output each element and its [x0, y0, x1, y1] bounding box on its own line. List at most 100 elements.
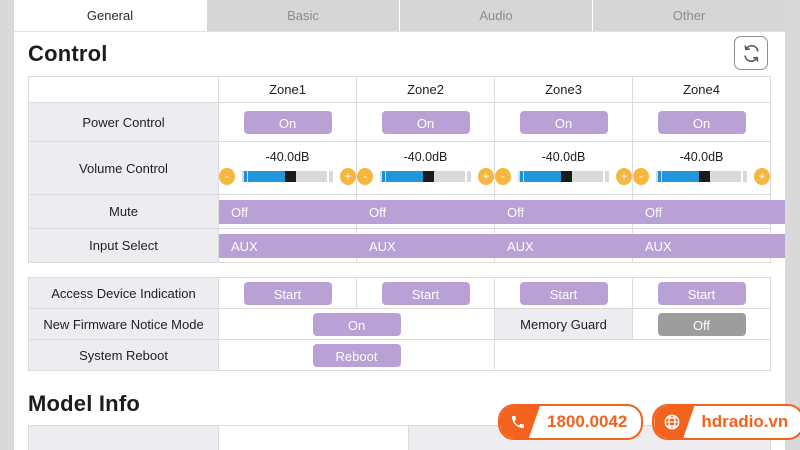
- volume-minus-zone2[interactable]: -: [357, 168, 374, 185]
- model-info-label-cell: [28, 425, 219, 450]
- firmware-notice-button[interactable]: On: [312, 312, 401, 336]
- power-button-zone2[interactable]: On: [381, 110, 470, 134]
- cell-power-zone2: On: [356, 102, 495, 142]
- volume-slider-zone1[interactable]: [242, 171, 333, 182]
- cell-input-zone4: AUX: [632, 228, 785, 263]
- slider-knob[interactable]: [285, 171, 297, 182]
- volume-plus-zone1[interactable]: +: [339, 168, 356, 185]
- empty-corner-cell: [28, 76, 219, 103]
- cell-access-zone3: Start: [494, 277, 633, 309]
- slider-fill: [386, 171, 424, 182]
- cell-volume-zone3: -40.0dB - +: [494, 141, 633, 195]
- cell-access-zone1: Start: [218, 277, 357, 309]
- cell-access-zone2: Start: [356, 277, 495, 309]
- model-info-value-cell: [218, 425, 409, 450]
- control-section-header: Control: [14, 32, 785, 76]
- mute-button-zone4[interactable]: Off: [633, 199, 785, 224]
- slider-start-tick: [382, 171, 386, 182]
- model-info-title: Model Info: [28, 391, 140, 416]
- table-row-system-reboot: System Reboot Reboot: [28, 339, 771, 371]
- slider-end-tick: [464, 171, 467, 182]
- phone-number: 1800.0042: [547, 412, 628, 431]
- slider-knob[interactable]: [699, 171, 711, 182]
- volume-minus-zone4[interactable]: -: [633, 168, 650, 185]
- power-button-zone4[interactable]: On: [657, 110, 746, 134]
- access-start-button-zone1[interactable]: Start: [243, 281, 332, 305]
- mute-button-zone3[interactable]: Off: [495, 199, 655, 224]
- power-button-zone3[interactable]: On: [519, 110, 608, 134]
- phone-badge: 1800.0042: [498, 404, 644, 440]
- cell-power-zone1: On: [218, 102, 357, 142]
- phone-icon: [500, 406, 540, 438]
- power-button-zone1[interactable]: On: [243, 110, 332, 134]
- system-reboot-button[interactable]: Reboot: [312, 343, 401, 367]
- access-start-button-zone4[interactable]: Start: [657, 281, 746, 305]
- table-row-input-select: Input Select AUX AUX AUX AUX: [28, 228, 785, 263]
- column-header-zone1: Zone1: [218, 76, 357, 103]
- slider-knob[interactable]: [561, 171, 573, 182]
- cell-mute-zone4: Off: [632, 194, 785, 229]
- row-label-mute: Mute: [28, 194, 219, 229]
- input-select-button-zone2[interactable]: AUX: [357, 233, 517, 258]
- cell-access-zone4: Start: [632, 277, 771, 309]
- slider-start-tick: [244, 171, 248, 182]
- refresh-button[interactable]: [734, 36, 768, 70]
- row-label-volume-control: Volume Control: [28, 141, 219, 195]
- mute-button-zone1[interactable]: Off: [219, 199, 379, 224]
- volume-slider-zone2[interactable]: [380, 171, 471, 182]
- table-row-firmware-notice: New Firmware Notice Mode On Memory Guard…: [28, 308, 771, 340]
- row-label-input-select: Input Select: [28, 228, 219, 263]
- volume-slider-zone4[interactable]: [656, 171, 747, 182]
- volume-value-zone1: -40.0dB: [265, 150, 310, 164]
- volume-plus-zone3[interactable]: +: [615, 168, 632, 185]
- spacer-cell-1: [494, 339, 633, 371]
- volume-value-zone2: -40.0dB: [403, 150, 448, 164]
- table-row-zone-headers: Zone1 Zone2 Zone3 Zone4: [28, 76, 771, 103]
- slider-start-tick: [520, 171, 524, 182]
- slider-fill: [248, 171, 286, 182]
- table-row-mute: Mute Off Off Off Off: [28, 194, 785, 229]
- tab-general[interactable]: General: [14, 0, 207, 31]
- input-select-button-zone4[interactable]: AUX: [633, 233, 785, 258]
- model-info-table: [28, 425, 771, 450]
- volume-slider-zone3[interactable]: [518, 171, 609, 182]
- content-panel: Control Zone1: [14, 31, 785, 450]
- access-start-button-zone3[interactable]: Start: [519, 281, 608, 305]
- input-select-button-zone3[interactable]: AUX: [495, 233, 655, 258]
- volume-minus-zone3[interactable]: -: [495, 168, 512, 185]
- volume-value-zone3: -40.0dB: [541, 150, 586, 164]
- slider-knob[interactable]: [423, 171, 435, 182]
- input-select-button-zone1[interactable]: AUX: [219, 233, 379, 258]
- refresh-sync-icon: [742, 44, 761, 63]
- watermark-overlay: 1800.0042 hdradio.vn: [498, 404, 800, 440]
- mute-button-zone2[interactable]: Off: [357, 199, 517, 224]
- control-table: Zone1 Zone2 Zone3 Zone4 Power Control On…: [28, 76, 785, 263]
- tab-other[interactable]: Other: [593, 0, 785, 31]
- volume-minus-zone1[interactable]: -: [219, 168, 236, 185]
- website-url: hdradio.vn: [701, 412, 789, 431]
- cell-mute-zone3: Off: [494, 194, 655, 229]
- slider-end-tick: [740, 171, 743, 182]
- table-row-volume-control: Volume Control -40.0dB - +: [28, 141, 771, 195]
- tab-basic[interactable]: Basic: [207, 0, 400, 31]
- access-start-button-zone2[interactable]: Start: [381, 281, 470, 305]
- row-label-memory-guard: Memory Guard: [494, 308, 633, 340]
- volume-plus-zone2[interactable]: +: [477, 168, 494, 185]
- memory-guard-button[interactable]: Off: [657, 312, 746, 336]
- model-info-section-header: Model Info: [14, 385, 785, 425]
- cell-memory-guard-value: Off: [632, 308, 771, 340]
- row-label-new-firmware-notice-mode: New Firmware Notice Mode: [28, 308, 219, 340]
- page-title: Control: [28, 41, 108, 66]
- cell-volume-zone2: -40.0dB - +: [356, 141, 495, 195]
- cell-mute-zone2: Off: [356, 194, 517, 229]
- cell-volume-zone1: -40.0dB - +: [218, 141, 357, 195]
- cell-input-zone2: AUX: [356, 228, 517, 263]
- tab-audio[interactable]: Audio: [400, 0, 593, 31]
- row-label-system-reboot: System Reboot: [28, 339, 219, 371]
- cell-firmware-value: On: [218, 308, 495, 340]
- website-badge: hdradio.vn: [652, 404, 800, 440]
- cell-power-zone3: On: [494, 102, 633, 142]
- table-row: [28, 425, 771, 450]
- volume-plus-zone4[interactable]: +: [753, 168, 770, 185]
- column-header-zone3: Zone3: [494, 76, 633, 103]
